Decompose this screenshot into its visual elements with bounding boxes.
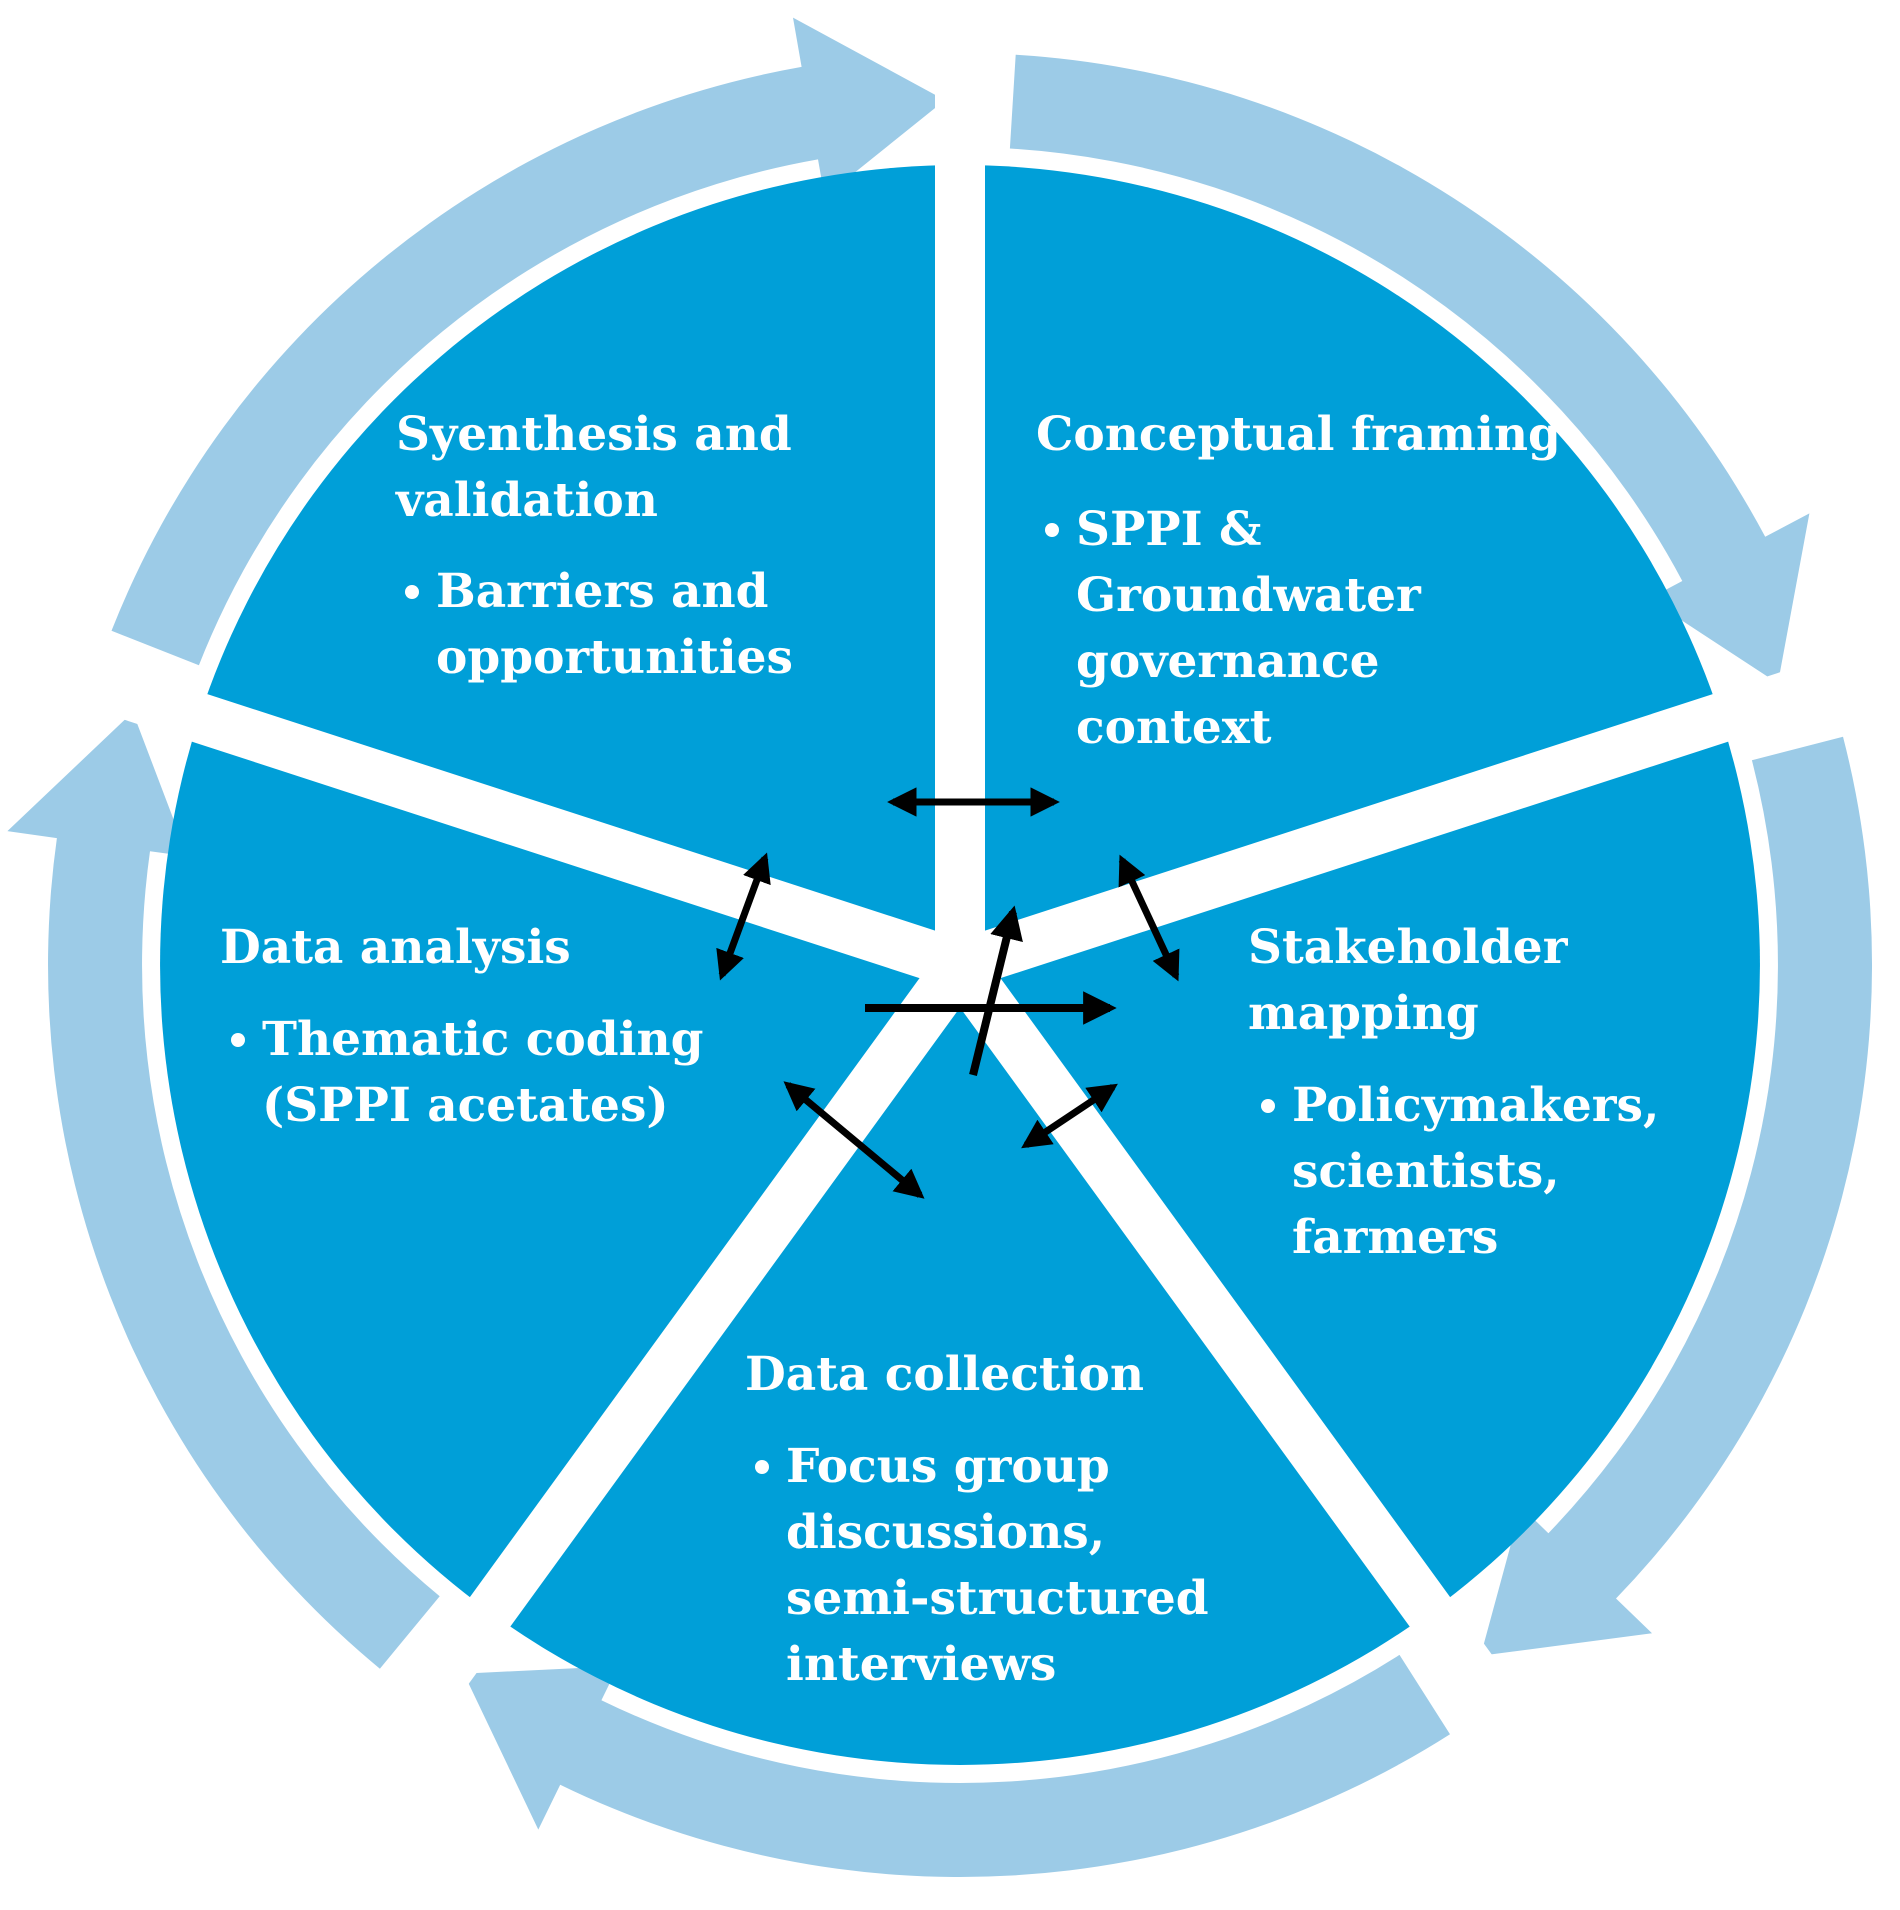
cycle-arrow-stakeholder-mapping bbox=[1480, 736, 1873, 1656]
bullet-dot bbox=[231, 1033, 245, 1047]
segment-title: Stakeholder bbox=[1248, 920, 1569, 975]
bullet-text: SPPI & bbox=[1076, 502, 1261, 557]
bullet-text: opportunities bbox=[436, 630, 793, 685]
bullet-dot bbox=[405, 585, 419, 599]
segment-divider bbox=[27, 640, 968, 989]
bullet-text: Focus group bbox=[786, 1439, 1110, 1494]
bullet-text: Policymakers, bbox=[1292, 1078, 1659, 1133]
bullet-dot bbox=[1045, 523, 1059, 537]
segment-label-synthesis-validation: Syenthesis and validation Barriers and o… bbox=[395, 407, 793, 685]
segment-divider bbox=[952, 640, 1893, 989]
connector-arrow-upper-left bbox=[716, 852, 771, 981]
segment-title: Conceptual framing bbox=[1036, 407, 1561, 462]
bullet-dot bbox=[1261, 1099, 1275, 1113]
bullet-text: (SPPI acetates) bbox=[262, 1078, 669, 1133]
bullet-text: context bbox=[1076, 700, 1272, 755]
bullet-text: interviews bbox=[786, 1637, 1056, 1692]
cycle-arrow-ring bbox=[7, 17, 1873, 1878]
segment-label-data-analysis: Data analysis Thematic coding (SPPI acet… bbox=[220, 920, 704, 1133]
bullet-text: scientists, bbox=[1292, 1144, 1560, 1199]
bullet-text: Groundwater bbox=[1076, 568, 1422, 623]
cycle-arrow-synthesis-validation bbox=[111, 17, 945, 666]
segment-title: Syenthesis and bbox=[396, 407, 792, 462]
segment-label-stakeholder-mapping: Stakeholder mapping Policymakers, scient… bbox=[1248, 920, 1659, 1265]
bullet-text: Thematic coding bbox=[262, 1012, 704, 1067]
segment-title: validation bbox=[395, 473, 658, 528]
connector-arrow-center-diagonal bbox=[969, 905, 1023, 1076]
segment-title: Data analysis bbox=[220, 920, 571, 975]
bullet-text: Barriers and bbox=[436, 564, 769, 619]
segment-title: mapping bbox=[1248, 986, 1479, 1041]
bullet-text: semi-structured bbox=[786, 1571, 1209, 1626]
bullet-dot bbox=[755, 1460, 769, 1474]
bullet-text: discussions, bbox=[786, 1505, 1105, 1560]
cycle-arrow-conceptual-framing bbox=[1009, 54, 1810, 684]
segment-title: Data collection bbox=[745, 1347, 1144, 1402]
center-connector-arrows bbox=[716, 787, 1180, 1199]
bullet-text: governance bbox=[1076, 634, 1380, 689]
connector-arrow-upper-right bbox=[1118, 854, 1180, 982]
bullet-text: farmers bbox=[1292, 1210, 1498, 1265]
connector-arrow-lower-left bbox=[783, 1081, 925, 1199]
segment-label-conceptual-framing: Conceptual framing SPPI & Groundwater go… bbox=[1036, 407, 1561, 755]
connector-arrow-lower-right bbox=[1021, 1083, 1118, 1149]
cycle-arrow-data-collection bbox=[463, 1654, 1450, 1878]
cycle-arrow-data-analysis bbox=[7, 712, 440, 1669]
segment-label-data-collection: Data collection Focus group discussions,… bbox=[745, 1347, 1209, 1692]
segment-wedge-data-collection bbox=[489, 965, 1431, 1765]
